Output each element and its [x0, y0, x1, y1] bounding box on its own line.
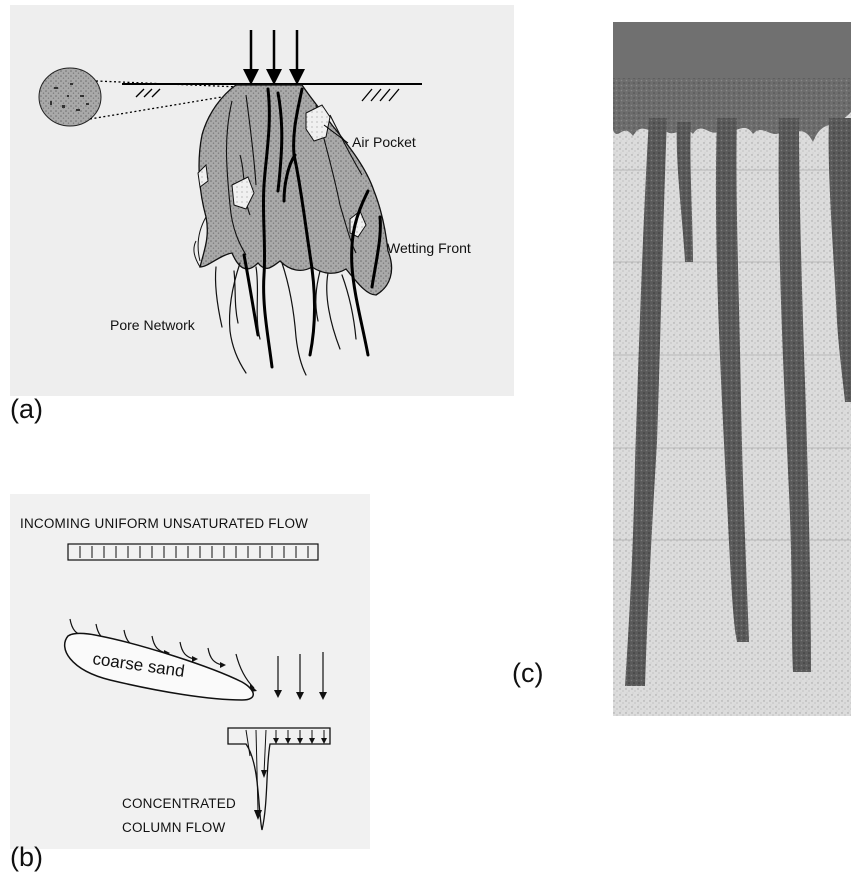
- panel-c-label: (c): [512, 658, 543, 689]
- panel-a-label: (a): [10, 394, 43, 425]
- funnel-flow-illustration: INCOMING UNIFORM UNSATURATED FLOW: [10, 494, 370, 849]
- zoom-line-bottom: [90, 97, 222, 119]
- label-incoming-flow: INCOMING UNIFORM UNSATURATED FLOW: [20, 516, 308, 531]
- column-flow-outline: [228, 728, 330, 830]
- label-air-pocket: Air Pocket: [352, 134, 416, 150]
- arrow-heads: [243, 69, 305, 85]
- label-pore-network: Pore Network: [110, 317, 196, 333]
- ground-hatch-right: [362, 89, 399, 101]
- vertical-flow-arrows: [278, 652, 323, 694]
- incoming-flow-ticks: [80, 546, 308, 558]
- pore-network-lines: [215, 263, 356, 375]
- label-wetting-front: Wetting Front: [387, 240, 471, 256]
- label-concentrated: CONCENTRATED: [122, 796, 236, 811]
- incoming-flow-bar: [68, 544, 318, 560]
- panel-c-fingering-photo: [613, 22, 851, 716]
- infiltration-arrows: [251, 30, 297, 73]
- panel-b-funnel-flow-diagram: INCOMING UNIFORM UNSATURATED FLOW: [10, 494, 370, 849]
- top-water-layer: [613, 22, 851, 78]
- panel-b-label: (b): [10, 842, 43, 873]
- fingered-flow-photograph: [613, 22, 851, 716]
- panel-a-wetting-front-diagram: Air Pocket Wetting Front Pore Network: [10, 5, 514, 396]
- label-column-flow: COLUMN FLOW: [122, 820, 226, 835]
- ground-hatch-left: [136, 89, 160, 97]
- wetting-front-illustration: Air Pocket Wetting Front Pore Network: [10, 5, 514, 396]
- soil-sample-magnified: [39, 68, 101, 126]
